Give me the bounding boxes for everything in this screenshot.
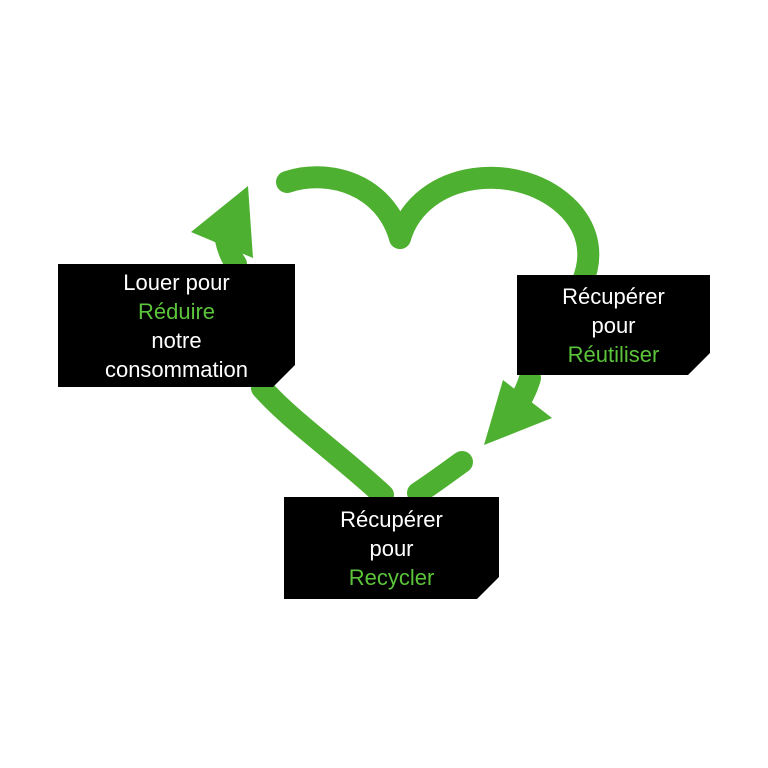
reduce-line-3: notre: [151, 327, 202, 353]
heart-right-lobe-arrow: [389, 166, 600, 294]
recycle-line-2: pour: [369, 535, 414, 561]
left-arrowhead-icon: [191, 186, 253, 258]
reduce-box: Louer pour Réduire notre consommation: [58, 264, 295, 387]
reduce-line-1: Louer pour: [123, 269, 230, 295]
recycle-line-1: Récupérer: [340, 506, 443, 532]
recycle-box: Récupérer pour Recycler: [284, 497, 499, 599]
heart-left-lobe-arrow: [276, 166, 411, 249]
heart-bottom-right-arrow: [407, 451, 473, 504]
reuse-accent-label: Réutiliser: [567, 341, 660, 367]
right-arrowhead-icon: [484, 380, 552, 445]
reuse-line-2: pour: [591, 312, 636, 338]
recycle-accent-label: Recycler: [348, 564, 435, 590]
reduce-line-4: consommation: [104, 356, 249, 382]
reduce-accent-label: Réduire: [137, 298, 216, 324]
heart-bottom-left-arrow: [251, 377, 394, 506]
reuse-line-1: Récupérer: [562, 283, 665, 309]
reuse-box: Récupérer pour Réutiliser: [517, 275, 710, 375]
